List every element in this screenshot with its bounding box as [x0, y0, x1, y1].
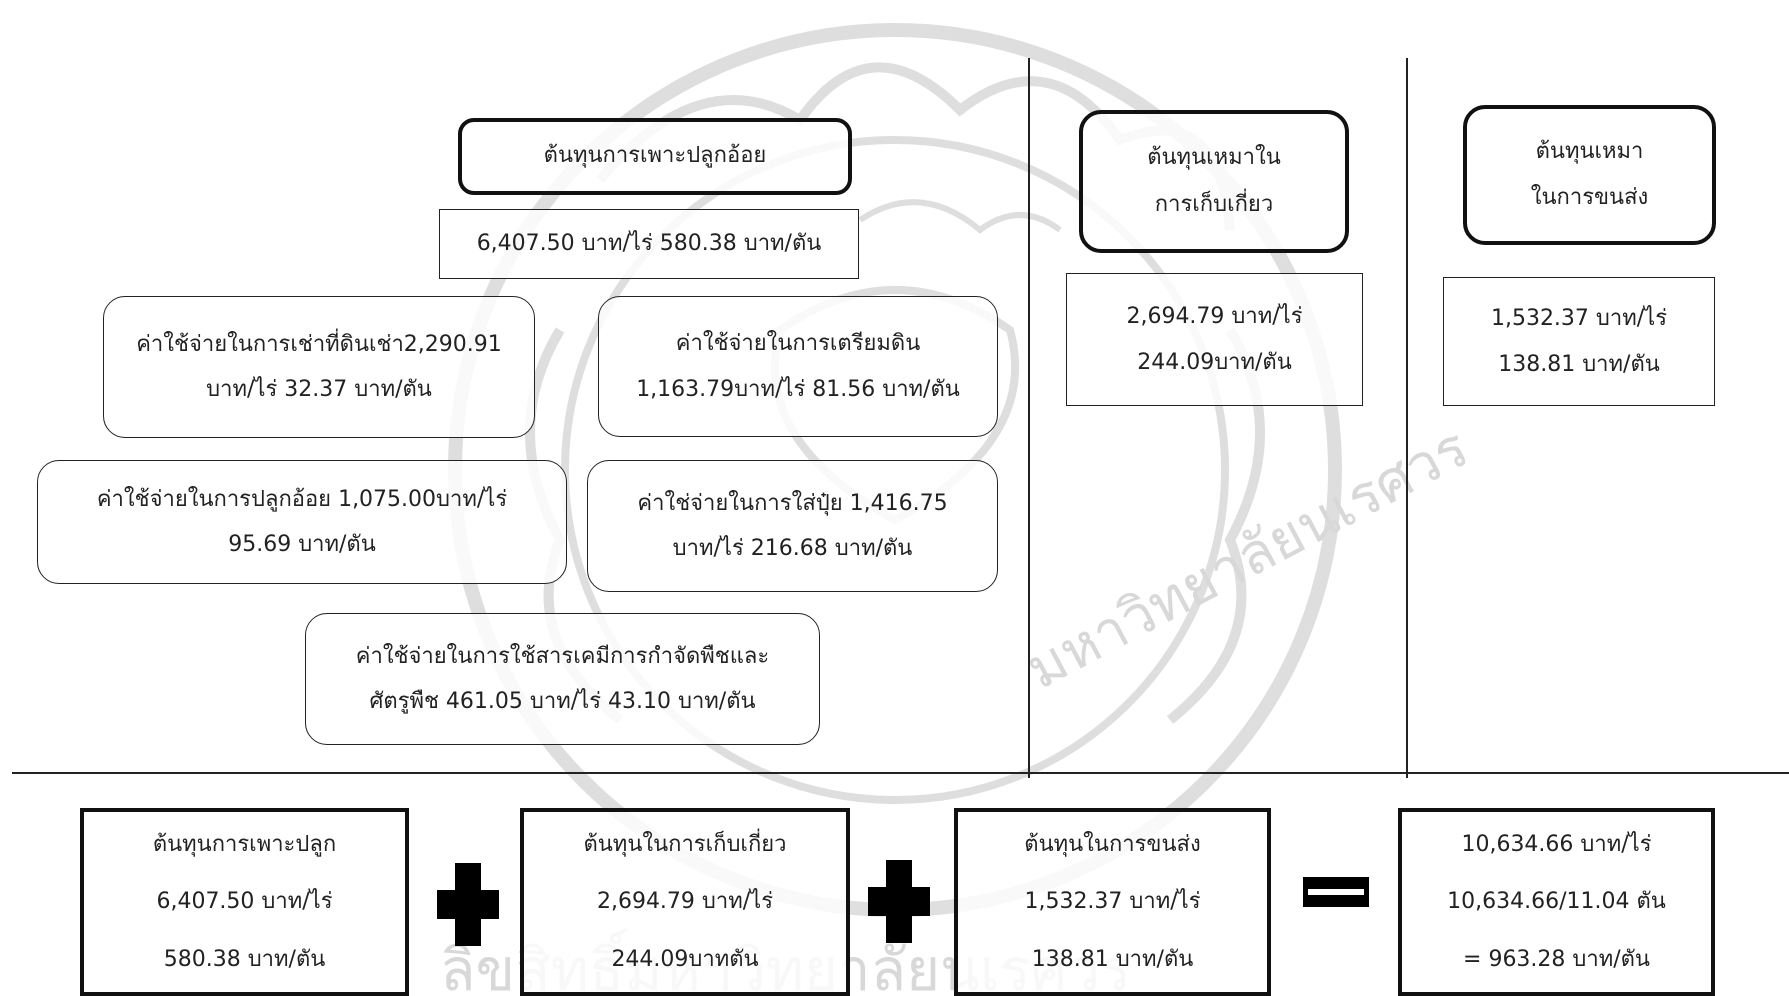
vertical-divider-left [1028, 58, 1030, 778]
grand-total-line1: 10,634.66 บาท/ไร่ [1461, 832, 1652, 858]
grand-total-line2: 10,634.66/11.04 ตัน [1447, 889, 1666, 915]
summary-planting-line1: ต้นทุนการเพาะปลูก [152, 832, 337, 858]
planting-expense: ค่าใช้จ่ายในการปลูกอ้อย 1,075.00บาท/ไร่ … [37, 460, 567, 584]
fertilizer-line1: ค่าใช่จ่ายในการใส่ปุ๋ย 1,416.75 [637, 490, 948, 516]
plus-icon [437, 863, 499, 946]
summary-planting-total: ต้นทุนการเพาะปลูก 6,407.50 บาท/ไร่ 580.3… [80, 808, 409, 996]
summary-harvest-line2: 2,694.79 บาท/ไร่ [596, 889, 774, 915]
planting-cost-value: 6,407.50 บาท/ไร่ 580.38 บาท/ตัน [439, 209, 859, 279]
transport-title-line2: ในการขนส่ง [1530, 185, 1649, 210]
planting-expense-line2: 95.69 บาท/ตัน [228, 532, 376, 557]
planting-title-text: ต้นทุนการเพาะปลูกอ้อย [543, 143, 767, 169]
summary-transport-total: ต้นทุนในการขนส่ง 1,532.37 บาท/ไร่ 138.81… [954, 808, 1271, 996]
transport-cost-value: 1,532.37 บาท/ไร่ 138.81 บาท/ตัน [1443, 277, 1715, 406]
pesticide-expense: ค่าใช้จ่ายในการใช้สารเคมีการกำจัดพืชและ … [305, 613, 820, 745]
fertilizer-line2: บาท/ไร่ 216.68 บาท/ตัน [672, 536, 913, 561]
planting-expense-line1: ค่าใช้จ่ายในการปลูกอ้อย 1,075.00บาท/ไร่ [96, 486, 508, 512]
transport-cost-title: ต้นทุนเหมา ในการขนส่ง [1463, 105, 1716, 245]
planting-cost-text: 6,407.50 บาท/ไร่ 580.38 บาท/ตัน [476, 231, 822, 257]
summary-transport-line3: 138.81 บาท/ตัน [1031, 946, 1194, 972]
summary-planting-line2: 6,407.50 บาท/ไร่ [156, 889, 333, 915]
pesticide-line2: ศัตรูพืช 461.05 บาท/ไร่ 43.10 บาท/ตัน [369, 689, 756, 714]
soil-prep-expense: ค่าใช้จ่ายในการเตรียมดิน 1,163.79บาท/ไร่… [598, 296, 998, 437]
summary-harvest-line1: ต้นทุนในการเก็บเกี่ยว [583, 832, 787, 858]
transport-cost-line2: 138.81 บาท/ตัน [1498, 351, 1660, 377]
planting-cost-title: ต้นทุนการเพาะปลูกอ้อย [458, 118, 852, 195]
harvest-cost-line2: 244.09บาท/ตัน [1137, 349, 1292, 375]
harvest-cost-title: ต้นทุนเหมาใน การเก็บเกี่ยว [1079, 110, 1349, 253]
summary-transport-line1: ต้นทุนในการขนส่ง [1024, 832, 1201, 858]
soil-prep-line2: 1,163.79บาท/ไร่ 81.56 บาท/ตัน [636, 376, 960, 402]
summary-grand-total: 10,634.66 บาท/ไร่ 10,634.66/11.04 ตัน = … [1398, 808, 1715, 996]
vertical-divider-right [1406, 58, 1408, 778]
watermark-arc-text: มหาวิทยาลัยนเรศวร [1016, 415, 1479, 702]
harvest-title-line2: การเก็บเกี่ยว [1154, 191, 1274, 217]
summary-transport-line2: 1,532.37 บาท/ไร่ [1024, 889, 1201, 915]
grand-total-line3: = 963.28 บาท/ตัน [1463, 946, 1650, 972]
fertilizer-expense: ค่าใช่จ่ายในการใส่ปุ๋ย 1,416.75 บาท/ไร่ … [587, 460, 998, 592]
transport-cost-line1: 1,532.37 บาท/ไร่ [1490, 306, 1668, 332]
harvest-cost-value: 2,694.79 บาท/ไร่ 244.09บาท/ตัน [1066, 273, 1363, 406]
equals-icon [1303, 877, 1369, 907]
harvest-cost-line1: 2,694.79 บาท/ไร่ [1126, 304, 1303, 330]
harvest-title-line1: ต้นทุนเหมาใน [1147, 145, 1281, 171]
transport-title-line1: ต้นทุนเหมา [1535, 138, 1644, 164]
summary-harvest-total: ต้นทุนในการเก็บเกี่ยว 2,694.79 บาท/ไร่ 2… [520, 808, 850, 996]
horizontal-divider [12, 772, 1789, 774]
pesticide-line1: ค่าใช้จ่ายในการใช้สารเคมีการกำจัดพืชและ [355, 643, 770, 669]
land-rent-expense: ค่าใช้จ่ายในการเช่าที่ดินเช่า2,290.91 บา… [103, 296, 535, 438]
soil-prep-line1: ค่าใช้จ่ายในการเตรียมดิน [675, 331, 921, 357]
land-rent-line1: ค่าใช้จ่ายในการเช่าที่ดินเช่า2,290.91 [136, 331, 502, 357]
land-rent-line2: บาท/ไร่ 32.37 บาท/ตัน [206, 377, 432, 402]
plus-icon [868, 860, 930, 943]
summary-harvest-line3: 244.09บาทตัน [611, 946, 759, 972]
summary-planting-line3: 580.38 บาท/ตัน [163, 946, 326, 972]
